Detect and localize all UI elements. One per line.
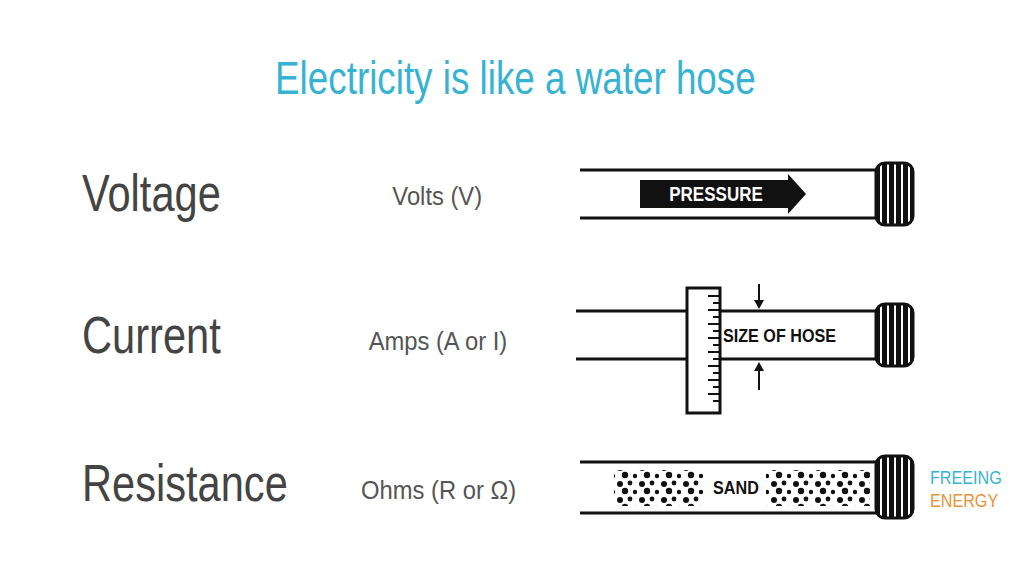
watermark: FREEING <box>930 468 1002 487</box>
row-heading: Resistance <box>82 457 288 509</box>
sand-hose-box: SAND <box>706 468 766 506</box>
unit-label: Amps (A or I) <box>369 329 508 354</box>
current-hose <box>576 284 913 413</box>
resistance-hose <box>580 456 913 518</box>
unit-label: Volts (V) <box>392 184 482 209</box>
pressure-arrow: PRESSURE <box>640 180 806 208</box>
row-heading: Voltage <box>82 167 221 219</box>
hose-size-box: SIZE OF HOSE <box>722 315 848 355</box>
node-text: SIZE OF HOSE <box>723 326 836 345</box>
row-heading: Current <box>82 309 221 361</box>
watermark: ENERGY <box>930 491 998 510</box>
node-text: PRESSURE <box>669 184 763 204</box>
voltage-hose <box>580 163 913 225</box>
diagram-title: Electricity is like a water hose <box>275 55 756 101</box>
node-text: SAND <box>713 478 759 497</box>
unit-label: Ohms (R or Ω) <box>361 478 516 503</box>
